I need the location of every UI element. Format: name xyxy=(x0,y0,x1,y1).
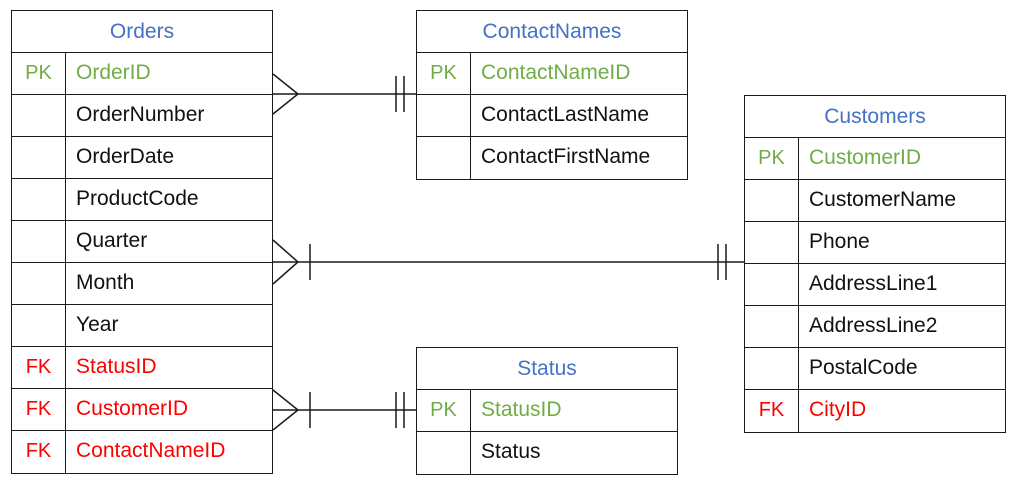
entity-row: AddressLine2 xyxy=(745,306,1005,348)
key-marker: FK xyxy=(12,347,66,388)
crows-foot-many xyxy=(272,73,300,115)
field-name: OrderID xyxy=(76,61,151,84)
field-name: ProductCode xyxy=(76,187,199,210)
field-name: ContactFirstName xyxy=(481,145,651,168)
key-marker xyxy=(745,180,799,221)
entity-row: ContactLastName xyxy=(417,95,687,137)
key-marker xyxy=(745,264,799,305)
key-marker xyxy=(745,306,799,347)
field-name: ContactNameID xyxy=(76,439,226,462)
entity-title: Status xyxy=(417,348,677,390)
entity-row: OrderNumber xyxy=(12,95,272,137)
key-marker xyxy=(12,221,66,262)
field-name: AddressLine1 xyxy=(809,272,938,295)
key-marker: FK xyxy=(745,390,799,432)
field-name: CustomerName xyxy=(809,188,957,211)
field-name: CustomerID xyxy=(809,146,922,169)
field-name: Phone xyxy=(809,230,870,253)
entity-row: Phone xyxy=(745,222,1005,264)
entity-row: Month xyxy=(12,263,272,305)
entity-rows: PK StatusID Status xyxy=(417,390,677,474)
entity-row: PostalCode xyxy=(745,348,1005,390)
entity-row: ProductCode xyxy=(12,179,272,221)
entity-title: Customers xyxy=(745,96,1005,138)
field-name: StatusID xyxy=(481,398,562,421)
key-marker: PK xyxy=(745,138,799,179)
entity-row: AddressLine1 xyxy=(745,264,1005,306)
key-marker: FK xyxy=(12,431,66,473)
entity-row: CustomerName xyxy=(745,180,1005,222)
entity-row: PK OrderID xyxy=(12,53,272,95)
entity-status: Status PK StatusID Status xyxy=(416,347,678,475)
relationship-orders-contactnames xyxy=(272,73,416,115)
key-marker xyxy=(745,222,799,263)
entity-row: Quarter xyxy=(12,221,272,263)
field-name: Quarter xyxy=(76,229,148,252)
entity-row: Status xyxy=(417,432,677,474)
entity-row: FK CustomerID xyxy=(12,389,272,431)
field-name: Status xyxy=(481,440,541,463)
key-marker xyxy=(12,305,66,346)
relationship-orders-customers xyxy=(272,239,744,285)
key-marker xyxy=(417,137,471,179)
entity-row: FK ContactNameID xyxy=(12,431,272,473)
field-name: OrderDate xyxy=(76,145,175,168)
key-marker xyxy=(12,179,66,220)
key-marker xyxy=(417,95,471,136)
field-name: PostalCode xyxy=(809,356,918,379)
key-marker xyxy=(12,263,66,304)
field-name: OrderNumber xyxy=(76,103,205,126)
key-marker: PK xyxy=(12,53,66,94)
entity-row: PK ContactNameID xyxy=(417,53,687,95)
crows-foot-many xyxy=(272,389,300,431)
field-name: AddressLine2 xyxy=(809,314,938,337)
key-marker: PK xyxy=(417,53,471,94)
key-marker xyxy=(12,95,66,136)
key-marker: PK xyxy=(417,390,471,431)
entity-row: FK StatusID xyxy=(12,347,272,389)
field-name: ContactNameID xyxy=(481,61,631,84)
field-name: Year xyxy=(76,313,119,336)
field-name: Month xyxy=(76,271,135,294)
entity-title: ContactNames xyxy=(417,11,687,53)
key-marker xyxy=(745,348,799,389)
entity-row: PK StatusID xyxy=(417,390,677,432)
entity-title: Orders xyxy=(12,11,272,53)
crows-foot-many xyxy=(272,239,300,285)
field-name: CustomerID xyxy=(76,397,189,420)
entity-contactnames: ContactNames PK ContactNameID ContactLastN… xyxy=(416,10,688,180)
key-marker xyxy=(12,137,66,178)
entity-row: Year xyxy=(12,305,272,347)
field-name: CityID xyxy=(809,398,867,421)
entity-row: FK CityID xyxy=(745,390,1005,432)
key-marker: FK xyxy=(12,389,66,430)
key-marker xyxy=(417,432,471,474)
entity-row: OrderDate xyxy=(12,137,272,179)
field-name: StatusID xyxy=(76,355,157,378)
relationship-orders-status xyxy=(272,389,416,431)
entity-row: ContactFirstName xyxy=(417,137,687,179)
field-name: ContactLastName xyxy=(481,103,650,126)
entity-row: PK CustomerID xyxy=(745,138,1005,180)
